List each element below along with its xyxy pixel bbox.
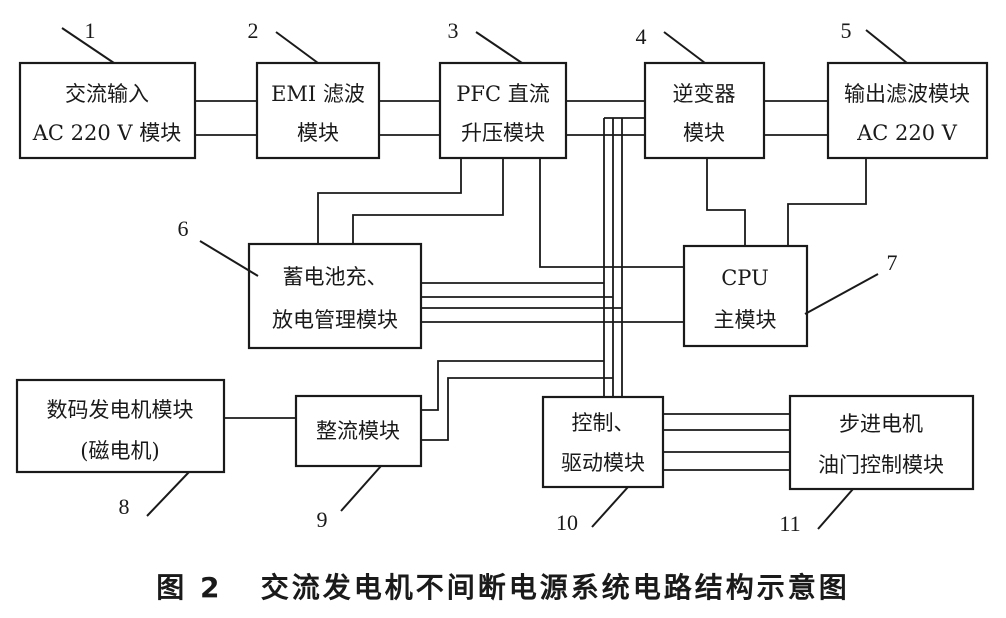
caption-gap: [222, 571, 260, 604]
ref-number-2: 2: [248, 18, 259, 43]
leader-9: [340, 465, 382, 512]
leader-8: [146, 471, 190, 517]
block-emi-filter: EMI 滤波 模块: [255, 61, 381, 160]
figure-label: 图 2: [156, 571, 223, 604]
ref-number-10: 10: [556, 510, 578, 535]
wire-pfc-battery-right: [352, 158, 504, 244]
ref-number-4: 4: [636, 24, 647, 49]
wire-rectifier-bus: [421, 377, 613, 441]
ref-number-3: 3: [448, 18, 459, 43]
block-cpu: CPU 主模块: [682, 244, 809, 348]
block-inverter-line2: 模块: [683, 121, 725, 145]
leader-3: [475, 31, 523, 64]
ref-number-11: 11: [779, 511, 800, 536]
block-inverter: 逆变器 模块: [643, 61, 766, 160]
block-control-line1: 控制、: [572, 411, 635, 435]
block-emi-filter-line1: EMI 滤波: [271, 82, 365, 106]
block-cpu-line2: 主模块: [714, 308, 777, 332]
block-ac-input-line2: AC 220 V 模块: [32, 121, 182, 145]
block-rectifier-line1: 整流模块: [316, 419, 400, 443]
wire-pfc-cpu: [539, 158, 684, 268]
block-stepper-throttle: 步进电机 油门控制模块: [788, 394, 975, 491]
leader-10: [591, 486, 629, 528]
block-generator-line2: (磁电机): [80, 439, 159, 463]
block-output-filter-line1: 输出滤波模块: [844, 82, 970, 106]
block-control-drive: 控制、 驱动模块: [541, 395, 665, 489]
block-stepper-line1: 步进电机: [839, 412, 923, 436]
block-battery-line1: 蓄电池充、: [283, 265, 388, 289]
leader-4: [663, 31, 706, 64]
ref-number-8: 8: [119, 494, 130, 519]
block-ac-input: 交流输入 AC 220 V 模块: [18, 61, 197, 160]
block-stepper-line2: 油门控制模块: [818, 453, 944, 477]
block-generator-line1: 数码发电机模块: [47, 398, 194, 422]
block-inverter-line1: 逆变器: [673, 82, 736, 106]
ref-number-9: 9: [317, 507, 328, 532]
connection-wires: [195, 100, 867, 471]
leader-5: [865, 29, 908, 64]
block-output-filter-line2: AC 220 V: [856, 121, 958, 145]
wire-output-cpu: [787, 158, 867, 246]
ref-number-6: 6: [178, 216, 189, 241]
leader-6: [199, 240, 259, 277]
ref-number-5: 5: [841, 18, 852, 43]
figure-title: 交流发电机不间断电源系统电路结构示意图: [260, 571, 850, 604]
block-rectifier: 整流模块: [294, 394, 423, 468]
block-control-line2: 驱动模块: [561, 451, 645, 475]
figure-caption: 图 2 交流发电机不间断电源系统电路结构示意图: [0, 566, 1006, 606]
block-pfc-line1: PFC 直流: [456, 82, 549, 106]
block-battery-management: 蓄电池充、 放电管理模块: [247, 242, 423, 350]
block-output-filter: 输出滤波模块 AC 220 V: [826, 61, 989, 160]
block-ac-input-line1: 交流输入: [65, 82, 149, 106]
block-pfc-line2: 升压模块: [461, 121, 545, 145]
block-generator: 数码发电机模块 (磁电机): [15, 378, 226, 474]
leader-1: [61, 27, 115, 64]
leader-11: [817, 488, 854, 530]
block-emi-filter-line2: 模块: [297, 121, 339, 145]
wire-inverter-cpu: [706, 158, 746, 246]
leader-2: [275, 31, 319, 64]
block-pfc: PFC 直流 升压模块: [438, 61, 568, 160]
reference-labels: 1 2 3 4 5 6 7 8 9 10 11: [61, 18, 908, 536]
ref-number-1: 1: [85, 18, 96, 43]
ref-number-7: 7: [887, 250, 898, 275]
block-battery-line2: 放电管理模块: [272, 308, 398, 332]
block-cpu-line1: CPU: [721, 266, 769, 290]
wire-rectifier-battery: [421, 360, 604, 411]
leader-7: [804, 273, 879, 315]
wire-pfc-battery-left: [317, 158, 462, 244]
